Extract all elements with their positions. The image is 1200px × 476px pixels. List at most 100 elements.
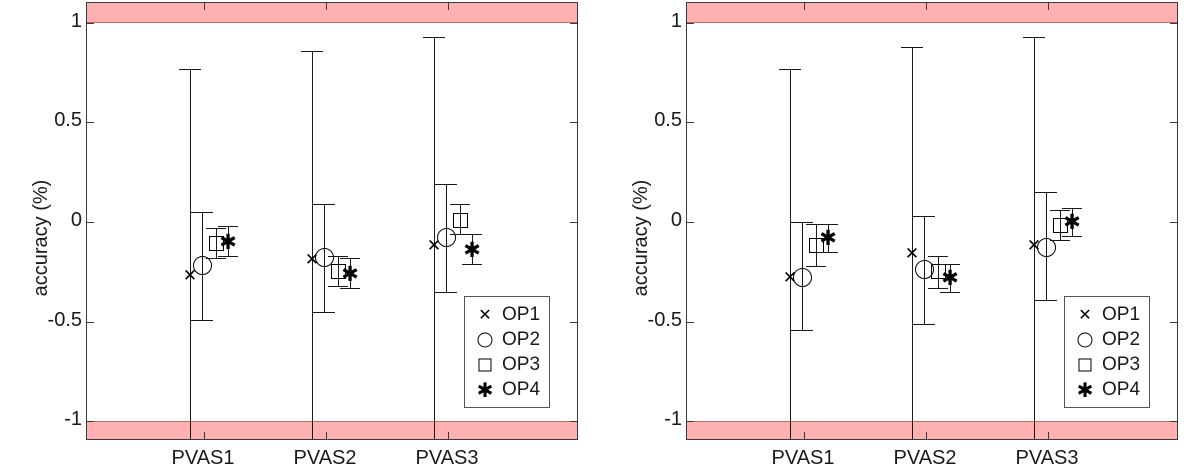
legend-label: OP2 [502, 328, 541, 350]
y-tick-label: -1 [64, 408, 82, 431]
y-tick-mark [1170, 421, 1177, 423]
y-tick-label: -1 [664, 408, 682, 431]
plot-area: ✕✕✕✱✱✱ [86, 2, 578, 440]
legend-label: OP2 [1102, 328, 1141, 350]
y-tick-label: 0.5 [654, 109, 682, 132]
error-bar-cap-upper [328, 255, 348, 257]
error-bar-cap-lower [1035, 299, 1057, 301]
error-bar-cap-upper [1023, 36, 1045, 38]
y-tick-mark [87, 122, 94, 124]
y-tick-label: 0.5 [54, 109, 82, 132]
error-bar-cap-lower [928, 287, 948, 289]
legend-item-op4[interactable]: ✱OP4 [472, 377, 540, 402]
upper-limit-band [687, 3, 1177, 23]
y-tick-mark [1170, 122, 1177, 124]
circle-icon [477, 332, 493, 347]
legend-item-op1[interactable]: ✕OP1 [472, 302, 540, 327]
error-bar-cap-upper [818, 223, 838, 225]
x-tick-mark [326, 432, 327, 439]
error-bar-cap-lower [206, 257, 226, 259]
error-bar-cap-lower [791, 329, 813, 331]
error-bar-cap-upper [779, 68, 801, 70]
error-bar-cap-upper [313, 204, 335, 206]
error-bar-cap-upper [1035, 192, 1057, 194]
marker-op3 [930, 264, 946, 280]
y-tick-label: 1 [70, 9, 82, 32]
x-tick-label-pvas3: PVAS3 [415, 447, 479, 469]
error-bar-cap-upper [913, 216, 935, 218]
x-tick-mark [804, 432, 805, 439]
error-bar-cap-lower [328, 285, 348, 287]
legend-marker-x-icon: ✕ [1072, 305, 1098, 325]
asterisk-icon: ✱ [1076, 377, 1094, 402]
marker-op2 [792, 268, 812, 288]
error-bar-cap-lower [218, 255, 238, 257]
y-tick-label: -0.5 [47, 308, 82, 331]
marker-op3 [208, 236, 224, 252]
error-bar-line [312, 50, 313, 439]
y-tick-label: -0.5 [647, 308, 682, 331]
x-tick-mark [926, 3, 927, 10]
error-bar-cap-lower [435, 291, 457, 293]
square-icon [478, 358, 492, 371]
legend-label: OP3 [1102, 353, 1141, 375]
error-bar-line [228, 225, 229, 256]
error-bar-cap-upper [940, 263, 960, 265]
error-bar-line [938, 255, 939, 288]
x-tick-mark [204, 432, 205, 439]
legend-label: OP4 [502, 378, 541, 400]
y-tick-mark [1170, 22, 1177, 24]
x-tick-mark [326, 3, 327, 10]
marker-op2 [192, 256, 212, 276]
x-tick-label-pvas3: PVAS3 [1015, 447, 1079, 469]
error-bar-cap-upper [901, 46, 923, 48]
x-tick-mark [448, 432, 449, 439]
x-icon: ✕ [1078, 304, 1092, 324]
legend-marker-asterisk-icon: ✱ [1072, 380, 1098, 400]
upper-limit-band [87, 3, 577, 23]
error-bar-cap-upper [423, 36, 445, 38]
legend-item-op3[interactable]: OP3 [1072, 352, 1140, 377]
lower-limit-band [687, 421, 1177, 439]
y-tick-mark [1170, 222, 1177, 223]
error-bar-cap-upper [806, 223, 826, 225]
error-bar-cap-upper [462, 233, 482, 235]
legend-marker-x-icon: ✕ [472, 305, 498, 325]
x-tick-label-pvas1: PVAS1 [771, 447, 835, 469]
error-bar-cap-upper [301, 50, 323, 52]
legend-item-op2[interactable]: OP2 [1072, 327, 1140, 352]
x-tick-mark [926, 432, 927, 439]
error-bar-cap-upper [340, 257, 360, 259]
legend-item-op1[interactable]: ✕OP1 [1072, 302, 1140, 327]
error-bar-cap-upper [791, 222, 813, 223]
error-bar-cap-lower [1062, 235, 1082, 237]
marker-op4: ✱ [819, 225, 837, 250]
error-bar-cap-upper [179, 68, 201, 70]
error-bar-line [828, 223, 829, 252]
x-tick-label-pvas2: PVAS2 [293, 447, 357, 469]
marker-op4: ✱ [463, 237, 481, 262]
error-bar-cap-upper [1062, 208, 1082, 210]
error-bar-cap-upper [435, 184, 457, 186]
y-tick-mark [570, 222, 577, 223]
marker-op4: ✱ [219, 229, 237, 254]
error-bar-line [472, 233, 473, 264]
marker-op2 [436, 228, 456, 248]
legend-item-op2[interactable]: OP2 [472, 327, 540, 352]
legend-item-op3[interactable]: OP3 [472, 352, 540, 377]
error-bar-cap-lower [340, 287, 360, 289]
error-bar-cap-lower [806, 265, 826, 267]
error-bar-cap-lower [191, 319, 213, 321]
y-tick-mark [687, 122, 694, 124]
error-bar-line [1060, 210, 1061, 240]
legend-item-op4[interactable]: ✱OP4 [1072, 377, 1140, 402]
y-tick-mark [687, 222, 694, 223]
marker-op4: ✱ [341, 261, 359, 286]
y-tick-mark [570, 22, 577, 24]
lower-limit-band [87, 421, 577, 439]
error-bar-line [816, 223, 817, 266]
